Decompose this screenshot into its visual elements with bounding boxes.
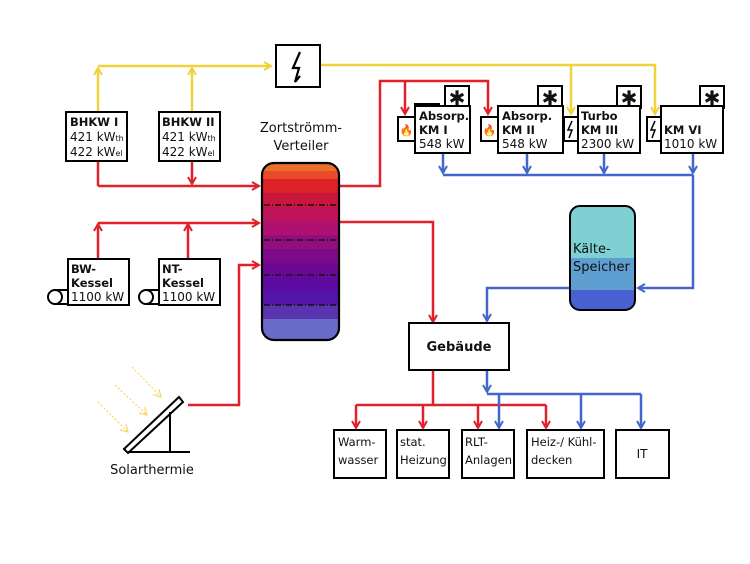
bw-kessel[interactable]: BW- Kessel 1100 kW [47, 258, 130, 306]
flame-icon: 🔥 [400, 124, 414, 137]
cold-storage-label1: Kälte- [573, 242, 611, 257]
bhkw1-line1: 421 kW [70, 130, 116, 144]
flame-icon: 🔥 [483, 124, 497, 137]
building-label: Gebäude [427, 340, 492, 355]
svg-text:422 kWel: 422 kWel [162, 145, 215, 159]
km3-power: 2300 kW [581, 137, 634, 151]
consumer-line2: wasser [338, 453, 379, 467]
heat-line-solar-to-storage [188, 265, 259, 407]
svg-text:421 kWth: 421 kWth [162, 130, 216, 144]
heat-storage-label2: Verteiler [274, 139, 330, 154]
heat-lines [98, 79, 546, 428]
chiller-absorp-km1[interactable]: ✱ 🔥 Absorp. KM I 548 kW [397, 85, 471, 154]
km1-title2: KM I [419, 123, 448, 137]
burner-icon [47, 289, 68, 305]
snowflake-icon: ✱ [621, 86, 638, 110]
consumer-line2: Anlagen [465, 453, 512, 467]
consumer-line1: stat. [400, 435, 426, 449]
burner-icon [138, 289, 159, 305]
bw-kessel-title1: BW- [71, 262, 96, 276]
drive-box [480, 116, 499, 142]
layer-separators [264, 204, 337, 306]
bhkw2-sub1: th [208, 134, 216, 143]
bw-kessel-power: 1100 kW [71, 290, 124, 304]
bhkw2-line1: 421 kW [162, 130, 208, 144]
bhkw-1[interactable]: BHKW I 421 kWth 422 kWel [65, 111, 128, 162]
solarthermie[interactable]: Solarthermie [97, 366, 194, 478]
bhkw2-title: BHKW II [162, 115, 215, 129]
chiller-km6[interactable]: ✱ KM VI 1010 kW [646, 85, 725, 154]
snowflake-icon: ✱ [449, 86, 466, 110]
heat-storage-gradient [262, 163, 339, 340]
nt-kessel[interactable]: NT- Kessel 1100 kW [138, 258, 221, 306]
svg-text:422 kWel: 422 kWel [70, 145, 123, 159]
electric-lines [98, 65, 655, 114]
nt-kessel-title1: NT- [162, 262, 183, 276]
bhkw-2[interactable]: BHKW II 421 kWth 422 kWel [158, 111, 221, 162]
cold-storage[interactable]: Kälte- Speicher [569, 205, 636, 311]
bhkw2-sub2: el [208, 149, 215, 158]
consumer-it[interactable]: IT [615, 429, 670, 479]
chiller-absorp-km2[interactable]: ✱ 🔥 Absorp. KM II 548 kW [480, 85, 564, 154]
consumer-line1: Heiz-/ Kühl- [531, 435, 597, 449]
nt-kessel-title2: Kessel [162, 276, 204, 290]
km1-title1: Absorp. [419, 109, 469, 123]
cold-storage-label2: Speicher [573, 260, 630, 275]
consumer-line1: RLT- [465, 435, 488, 449]
cold-storage-layers [570, 206, 635, 310]
solar-label: Solarthermie [110, 463, 194, 478]
bhkw2-line2: 422 kW [162, 145, 208, 159]
svg-text:421 kWth: 421 kWth [70, 130, 124, 144]
nt-kessel-power: 1100 kW [162, 290, 215, 304]
bhkw1-sub2: el [116, 149, 123, 158]
heat-storage-label1: Zortströmm- [260, 121, 343, 136]
snowflake-icon: ✱ [704, 86, 721, 110]
electric-line-to-km6 [320, 63, 655, 114]
heat-line-storage-to-absorbers [340, 79, 488, 188]
consumer-line2: Heizung [400, 453, 447, 467]
consumer-line1: Warm- [338, 435, 376, 449]
lightning-icon [291, 51, 302, 83]
lightning-icon [566, 120, 574, 139]
chiller-turbo-km3[interactable]: ✱ Turbo KM III 2300 kW [563, 85, 642, 154]
drive-box [646, 116, 662, 142]
heat-storage[interactable]: Zortströmm- Verteiler [260, 121, 343, 342]
bhkw1-sub1: th [116, 134, 124, 143]
drive-box [397, 116, 416, 142]
bhkw1-line2: 422 kW [70, 145, 116, 159]
km6-title2: KM VI [664, 123, 702, 137]
consumer-stat-heizung[interactable]: stat. Heizung [396, 429, 450, 479]
consumer-heiz-kuehldecken[interactable]: Heiz-/ Kühl- decken [526, 429, 605, 479]
bhkw1-title: BHKW I [70, 115, 118, 129]
solar-collector-icon [122, 395, 190, 455]
consumer-rlt-anlagen[interactable]: RLT- Anlagen [461, 429, 515, 479]
consumer-line1: IT [637, 447, 649, 461]
consumer-line2: decken [531, 453, 572, 467]
sun-rays-icon [97, 366, 162, 433]
consumer-warmwasser[interactable]: Warm- wasser [333, 429, 387, 479]
km6-power: 1010 kW [664, 137, 717, 151]
km2-title1: Absorp. [502, 109, 552, 123]
snowflake-icon: ✱ [542, 86, 559, 110]
cold-line-storage-to-building [487, 286, 570, 321]
power-grid-node[interactable] [275, 44, 321, 88]
km2-title2: KM II [502, 123, 535, 137]
bw-kessel-title2: Kessel [71, 276, 113, 290]
km1-power: 548 kW [419, 137, 465, 151]
km2-power: 548 kW [502, 137, 548, 151]
building[interactable]: Gebäude [408, 322, 510, 371]
drive-box [563, 116, 579, 142]
cold-line-to-storage [638, 175, 695, 288]
km3-title2: KM III [581, 123, 618, 137]
heat-line-storage-to-building [340, 220, 433, 322]
km3-title1: Turbo [581, 109, 618, 123]
lightning-icon [649, 120, 657, 139]
cold-lines [443, 152, 693, 428]
